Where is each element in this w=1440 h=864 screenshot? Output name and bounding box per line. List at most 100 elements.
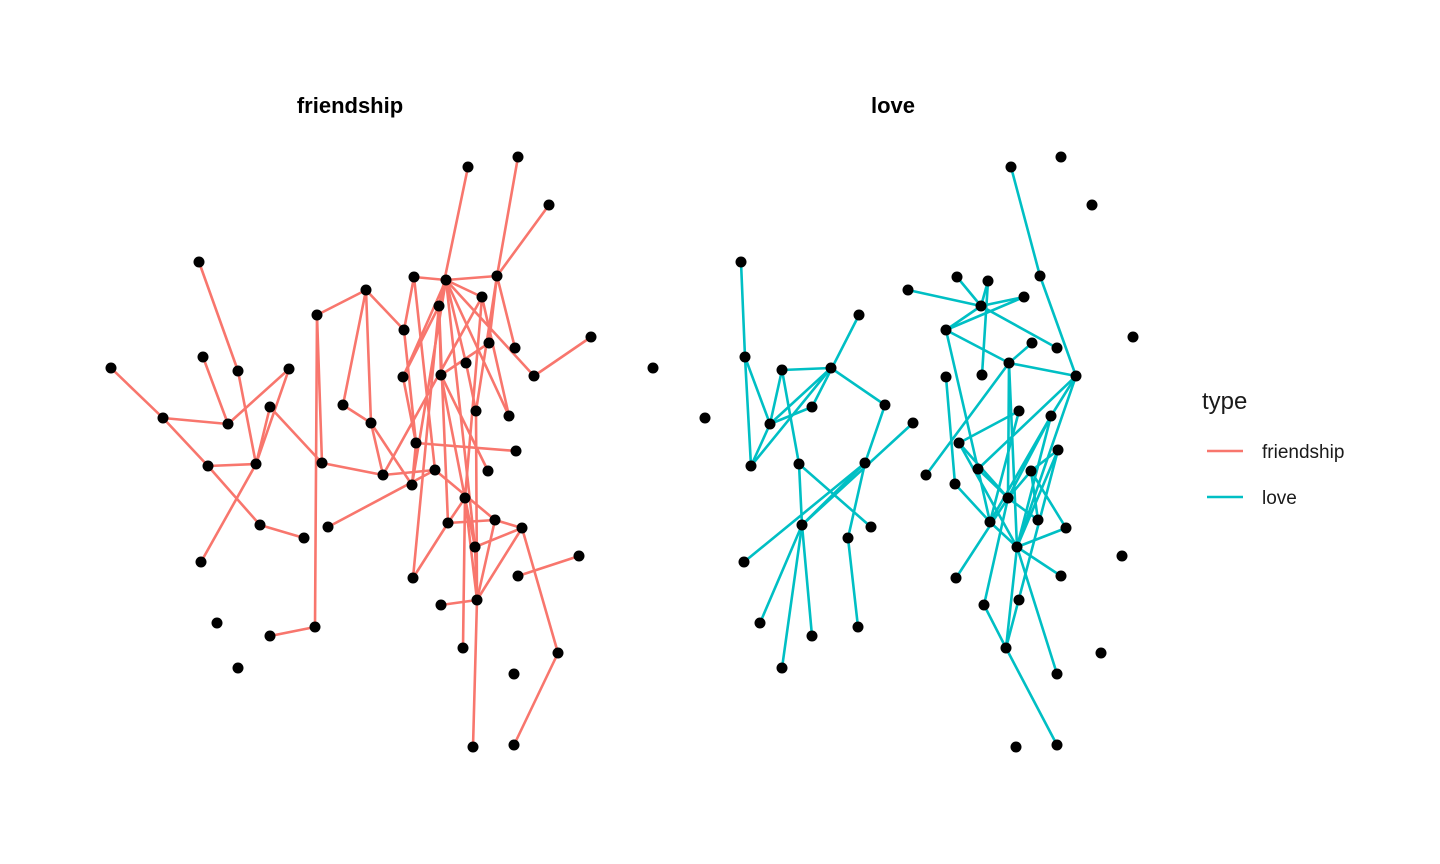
love-node — [975, 300, 987, 312]
friendship-node — [585, 331, 597, 343]
love-node — [1013, 594, 1025, 606]
friendship-edge — [444, 278, 477, 549]
friendship-edge — [320, 461, 385, 477]
friendship-edge — [258, 523, 306, 540]
friendship-edge — [161, 416, 210, 468]
love-node — [972, 463, 984, 475]
friendship-edge — [444, 278, 468, 365]
love-node — [1011, 541, 1023, 553]
legend-item-friendship: friendship — [1207, 442, 1344, 463]
friendship-node — [460, 357, 472, 369]
friendship-edge — [313, 313, 319, 629]
friendship-node — [232, 365, 244, 377]
love-node — [842, 532, 854, 544]
friendship-edge — [401, 278, 448, 379]
love-edge — [1029, 469, 1040, 522]
friendship-edge — [473, 526, 524, 549]
love-node — [1032, 514, 1044, 526]
friendship-node — [311, 309, 323, 321]
friendship-node — [489, 514, 501, 526]
love-edge — [846, 461, 867, 540]
friendship-node — [433, 300, 445, 312]
friendship-edge — [254, 367, 291, 466]
friendship-edge — [480, 295, 511, 418]
love-edge — [1004, 646, 1059, 747]
legend-label-friendship: friendship — [1262, 442, 1344, 463]
friendship-node — [407, 572, 419, 584]
love-node — [739, 351, 751, 363]
friendship-node — [410, 437, 422, 449]
love-edge — [758, 523, 804, 625]
love-node — [907, 417, 919, 429]
legend-label-love: love — [1262, 488, 1297, 509]
friendship-edge — [199, 462, 258, 564]
friendship-edge — [410, 278, 448, 487]
friendship-node — [573, 550, 585, 562]
friendship-edge — [206, 464, 262, 527]
friendship-node — [440, 274, 452, 286]
friendship-edge — [226, 367, 291, 426]
love-edge — [982, 496, 1010, 607]
love-node — [1052, 444, 1064, 456]
love-edge — [924, 361, 1011, 477]
friendship-edge — [516, 554, 581, 578]
friendship-edge — [439, 598, 479, 607]
love-edge — [1015, 414, 1053, 549]
love-edge — [955, 275, 983, 308]
love-edge — [944, 328, 980, 471]
love-node — [745, 460, 757, 472]
love-node — [738, 556, 750, 568]
friendship-node — [528, 370, 540, 382]
legend-title: type — [1202, 388, 1247, 415]
friendship-node — [491, 270, 503, 282]
friendship-node — [512, 570, 524, 582]
friendship-node — [462, 161, 474, 173]
love-node — [1086, 199, 1098, 211]
friendship-edge — [381, 468, 437, 477]
friendship-node — [510, 445, 522, 457]
love-node — [776, 662, 788, 674]
love-edge — [1009, 165, 1042, 278]
love-node — [940, 324, 952, 336]
friendship-node — [105, 362, 117, 374]
love-edge — [1015, 545, 1063, 578]
friendship-edge — [512, 651, 560, 747]
love-edge — [1006, 496, 1040, 522]
friendship-node — [435, 599, 447, 611]
friendship-node — [397, 371, 409, 383]
friendship-edge — [463, 295, 484, 500]
friendship-node — [469, 541, 481, 553]
friendship-edge — [520, 526, 560, 655]
friendship-node — [471, 594, 483, 606]
friendship-node — [202, 460, 214, 472]
love-node — [902, 284, 914, 296]
love-edge — [979, 295, 1026, 308]
love-node — [852, 621, 864, 633]
love-node — [982, 275, 994, 287]
friendship-node — [283, 363, 295, 375]
friendship-node — [552, 647, 564, 659]
friendship-edge — [315, 288, 368, 317]
friendship-node — [476, 291, 488, 303]
friendship-node — [459, 492, 471, 504]
love-edge — [1049, 374, 1078, 418]
friendship-node — [360, 284, 372, 296]
friendship-edge — [254, 405, 272, 466]
friendship-node — [435, 369, 447, 381]
friendship-edge — [411, 521, 450, 580]
friendship-node — [264, 630, 276, 642]
love-edge — [749, 366, 833, 468]
love-edge — [743, 355, 753, 468]
panel-title-friendship: friendship — [297, 93, 403, 118]
friendship-node — [316, 457, 328, 469]
friendship-edge — [495, 274, 517, 350]
love-edge — [980, 279, 990, 377]
love-edge — [957, 409, 1021, 445]
friendship-node — [408, 271, 420, 283]
love-node — [776, 364, 788, 376]
love-node — [754, 617, 766, 629]
love-node — [1127, 331, 1139, 343]
love-node — [984, 516, 996, 528]
love-edge — [1015, 374, 1078, 549]
